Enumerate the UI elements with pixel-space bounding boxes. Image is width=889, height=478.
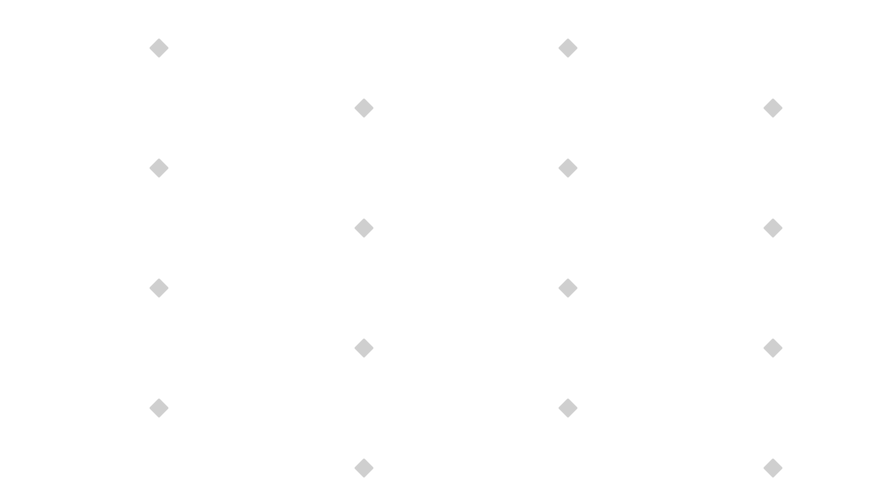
diamond-icon	[149, 158, 169, 178]
diamond-icon	[354, 218, 374, 238]
diamond-icon	[149, 38, 169, 58]
diamond-icon	[763, 458, 783, 478]
diamond-icon	[763, 338, 783, 358]
diamond-icon	[149, 278, 169, 298]
diamond-icon	[558, 158, 578, 178]
diamond-icon	[558, 278, 578, 298]
diamond-icon	[763, 218, 783, 238]
diamond-icon	[354, 458, 374, 478]
diamond-icon	[354, 98, 374, 118]
diamond-icon	[763, 98, 783, 118]
diamond-pattern-canvas	[149, 38, 783, 478]
diamond-icon	[354, 338, 374, 358]
diamond-icon	[149, 398, 169, 418]
diamond-icon	[558, 38, 578, 58]
diamond-icon	[558, 398, 578, 418]
